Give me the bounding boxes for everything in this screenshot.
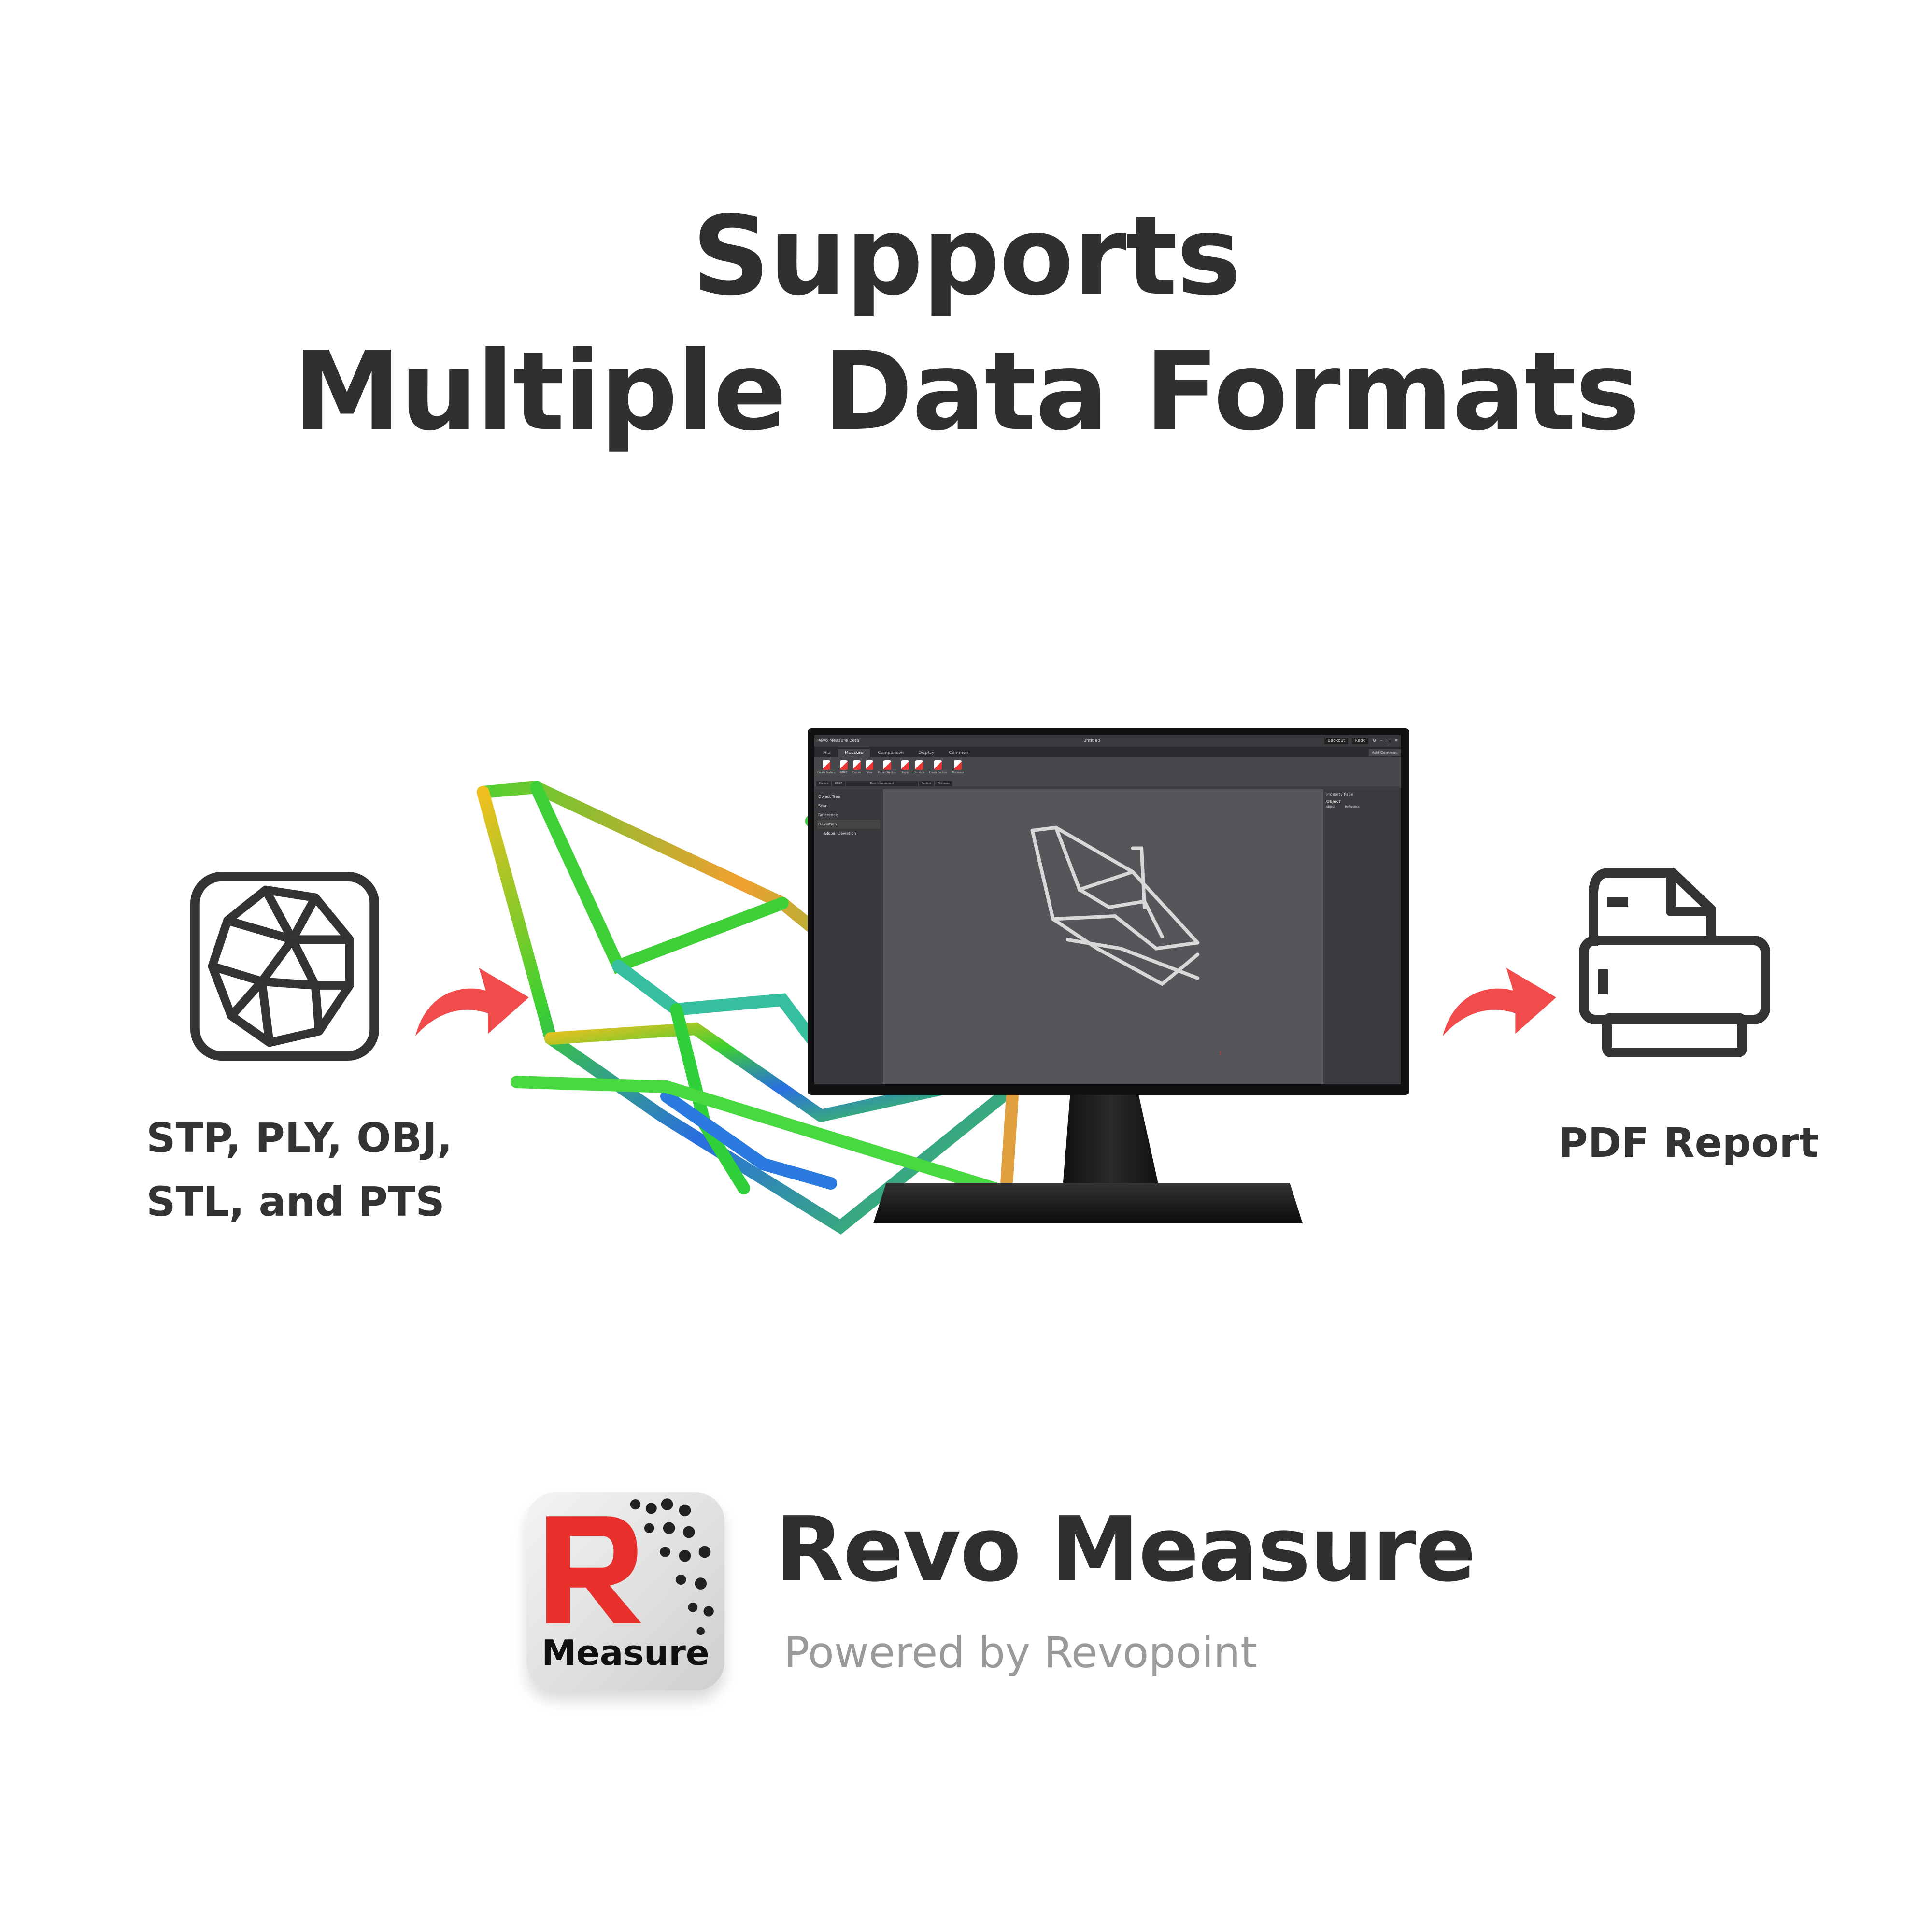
object-tree-title: Object Tree — [818, 795, 840, 799]
close-icon[interactable]: ✕ — [1394, 739, 1398, 743]
minimize-icon[interactable]: – — [1380, 739, 1382, 743]
tree-item-deviation[interactable]: Deviation — [817, 820, 880, 829]
document-title: untitled — [1083, 739, 1101, 743]
app-window: Revo Measure Beta untitled Backout Redo … — [814, 735, 1401, 1084]
app-logo: Measure — [526, 1492, 724, 1690]
tree-item-global-deviation[interactable]: Global Deviation — [824, 831, 856, 836]
3d-viewport[interactable]: ↑ — [883, 789, 1323, 1084]
polygon-mesh-icon — [190, 871, 380, 1061]
tool-plane-direction[interactable]: Plane Direction — [878, 760, 896, 774]
group-basic-measurement: Basic Measurement — [846, 781, 918, 786]
tool-create-section[interactable]: Create Section — [929, 760, 947, 774]
maximize-icon[interactable]: ▢ — [1386, 739, 1391, 743]
tool-distance[interactable]: Distance — [914, 760, 924, 774]
tool-gdt[interactable]: GD&T — [840, 760, 848, 774]
output-label: PDF Report — [1558, 1119, 1818, 1166]
ribbon-tabs: File Measure Comparison Display Common A… — [814, 747, 1401, 757]
brand-name: Revo Measure — [775, 1497, 1476, 1602]
tab-common[interactable]: Common — [949, 751, 968, 755]
property-page: Property Page Object object Reference — [1323, 789, 1401, 1084]
tool-groups: Feature GD&T Basic Measurement Section T… — [816, 781, 953, 786]
brand-tagline: Powered by Revopoint — [784, 1628, 1257, 1677]
tree-item-scan[interactable]: Scan — [818, 804, 828, 808]
arrow-right-icon — [415, 967, 529, 1036]
settings-icon[interactable]: ⚙ — [1372, 739, 1377, 743]
headline-line2: Multiple Data Formats — [293, 328, 1640, 455]
monitor-base — [873, 1183, 1303, 1223]
group-feature: Feature — [816, 781, 831, 786]
property-reference: Reference — [1345, 805, 1360, 809]
arrow-right-icon — [1443, 967, 1556, 1036]
monitor-stand — [1063, 1092, 1159, 1188]
tool-create-feature[interactable]: Create Feature — [817, 760, 835, 774]
tool-datum[interactable]: Datum — [852, 760, 861, 774]
tab-measure[interactable]: Measure — [838, 749, 870, 757]
group-thickness: Thickness — [935, 781, 953, 786]
property-object: object — [1326, 805, 1335, 809]
formats-line2: STL, and PTS — [146, 1178, 445, 1225]
app-name: Revo Measure Beta — [817, 739, 859, 743]
group-section: Section — [919, 781, 934, 786]
printer-icon — [1579, 868, 1770, 1057]
object-tree: Object Tree Scan Reference Deviation Glo… — [814, 789, 883, 1084]
property-heading: Object — [1326, 799, 1341, 804]
property-page-title: Property Page — [1326, 792, 1353, 796]
tool-view[interactable]: View — [866, 760, 874, 774]
logo-text: Measure — [541, 1633, 710, 1673]
undo-button[interactable]: Backout — [1324, 738, 1348, 744]
group-gdt: GD&T — [832, 781, 845, 786]
headline-line1: Supports — [692, 193, 1241, 320]
tab-display[interactable]: Display — [918, 751, 935, 755]
tool-angle[interactable]: Angle — [901, 760, 909, 774]
title-bar: Revo Measure Beta untitled Backout Redo … — [814, 735, 1401, 747]
monitor: Revo Measure Beta untitled Backout Redo … — [808, 728, 1409, 1095]
logo-r-icon — [546, 1498, 714, 1635]
formats-line1: STP, PLY, OBJ, — [146, 1114, 453, 1162]
tab-file[interactable]: File — [823, 751, 831, 755]
tool-thickness[interactable]: Thickness — [952, 760, 964, 774]
scan-model: ↑ — [1030, 825, 1222, 1056]
tree-item-reference[interactable]: Reference — [818, 813, 838, 817]
tab-comparison[interactable]: Comparison — [878, 751, 904, 755]
redo-button[interactable]: Redo — [1351, 738, 1369, 744]
add-common-button[interactable]: Add Common — [1368, 749, 1401, 756]
axis-indicator-icon: ↑ — [1218, 1051, 1222, 1056]
